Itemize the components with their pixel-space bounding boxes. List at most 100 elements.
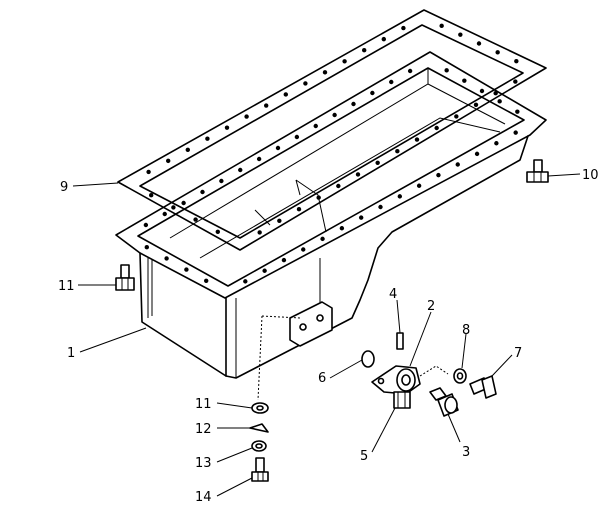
callout-5: 5	[360, 449, 368, 464]
bolt-hole	[144, 245, 149, 250]
plug-3	[429, 387, 459, 417]
gasket	[117, 9, 547, 251]
bolt-hole	[219, 178, 224, 184]
callout-6: 6	[318, 371, 326, 386]
bolt-hole	[474, 151, 480, 157]
bolt-hole	[397, 194, 403, 199]
pan-flange-bolt-holes	[143, 68, 520, 284]
bolt-hole	[277, 218, 282, 223]
bolt-hole	[458, 32, 463, 37]
bolt-hole	[200, 189, 205, 195]
bolt-hole	[407, 68, 413, 74]
leader-lines	[72, 173, 581, 497]
bolt-hole	[171, 205, 176, 210]
o-ring-6	[361, 350, 375, 368]
bolt-hole	[264, 103, 269, 108]
bolt-hole	[473, 102, 479, 108]
bolt-hole	[494, 141, 499, 146]
oil-pan	[115, 51, 547, 401]
callout-3: 3	[462, 445, 470, 460]
callout-11-lower: 14	[195, 490, 212, 505]
bolt-hole	[362, 48, 367, 53]
washer-8	[453, 368, 467, 384]
bolt-hole	[513, 79, 518, 84]
bolt-hole	[455, 162, 460, 167]
bolt-hole	[143, 222, 149, 228]
bolt-hole	[204, 278, 209, 283]
bolt-hole	[370, 90, 375, 96]
bolt-hole	[296, 207, 302, 212]
bolt-hole	[375, 160, 380, 165]
bolt-hole	[514, 58, 519, 64]
washer-12	[251, 402, 269, 414]
callout-12: 11	[195, 397, 212, 412]
callout-14: 13	[195, 456, 212, 471]
bolt-hole	[355, 172, 361, 177]
bolt-hole	[497, 99, 502, 104]
bolt-hole	[281, 257, 287, 263]
bolt-hole	[256, 156, 262, 162]
bolt-hole	[313, 123, 318, 129]
callout-8: 8	[462, 323, 470, 338]
elbow-2	[371, 365, 449, 409]
bolt-hole	[166, 158, 171, 164]
bolt-hole	[378, 204, 383, 210]
callout-9: 9	[60, 180, 68, 195]
callout-13: 12	[195, 422, 212, 437]
bolt-hole	[185, 147, 190, 152]
bolt-hole	[320, 236, 325, 242]
bolt-hole	[416, 183, 422, 188]
callout-11-upper: 11	[58, 279, 75, 294]
bolt-hole	[303, 81, 308, 86]
bolt-hole	[149, 193, 154, 198]
bolt-7	[469, 375, 497, 399]
bolt-10	[526, 159, 549, 183]
bolt-hole	[275, 145, 281, 151]
bolt-hole	[283, 92, 288, 97]
bolt-hole	[262, 268, 267, 273]
bolt-hole	[342, 59, 347, 64]
bolt-hole	[444, 68, 449, 73]
bolt-hole	[301, 247, 306, 252]
bolt-hole	[479, 88, 485, 94]
bolt-hole	[162, 211, 167, 217]
bolt-hole	[181, 200, 186, 206]
bolt-hole	[493, 91, 498, 96]
gasket-bolt-holes	[146, 23, 519, 235]
bolt-hole	[495, 50, 500, 55]
bolt-hole	[243, 279, 248, 284]
bolt-hole	[164, 256, 169, 261]
bolt-hole	[322, 70, 328, 75]
callout-10: 10	[582, 168, 599, 183]
bolt-hole	[515, 109, 520, 114]
bolt-hole	[454, 114, 459, 119]
bolt-hole	[193, 217, 198, 222]
callout-4: 4	[389, 287, 397, 302]
bolt-hole	[513, 130, 518, 135]
bolt-hole	[339, 226, 345, 231]
bolt-hole	[389, 79, 394, 85]
bolt-11-lower	[251, 457, 269, 482]
bolt-hole	[257, 230, 262, 235]
bolt-hole	[439, 23, 444, 29]
bolt-hole	[205, 136, 210, 141]
bolt-hole	[184, 267, 189, 272]
bolt-hole	[434, 125, 439, 131]
bolt-hole	[336, 183, 341, 189]
bolt-hole	[401, 25, 406, 31]
bolt-hole	[294, 134, 300, 140]
bolt-hole	[238, 167, 243, 173]
bolt-hole	[215, 229, 220, 234]
bolt-hole	[358, 215, 364, 220]
bolt-hole	[395, 149, 400, 154]
bolt-hole	[381, 36, 386, 42]
bolt-hole	[414, 137, 420, 142]
washer-14	[251, 440, 267, 452]
bolt-hole	[436, 172, 441, 178]
callout-2: 2	[427, 299, 435, 314]
callout-7: 7	[514, 346, 522, 361]
bolt-hole	[332, 112, 337, 118]
bolt-hole	[462, 78, 467, 83]
